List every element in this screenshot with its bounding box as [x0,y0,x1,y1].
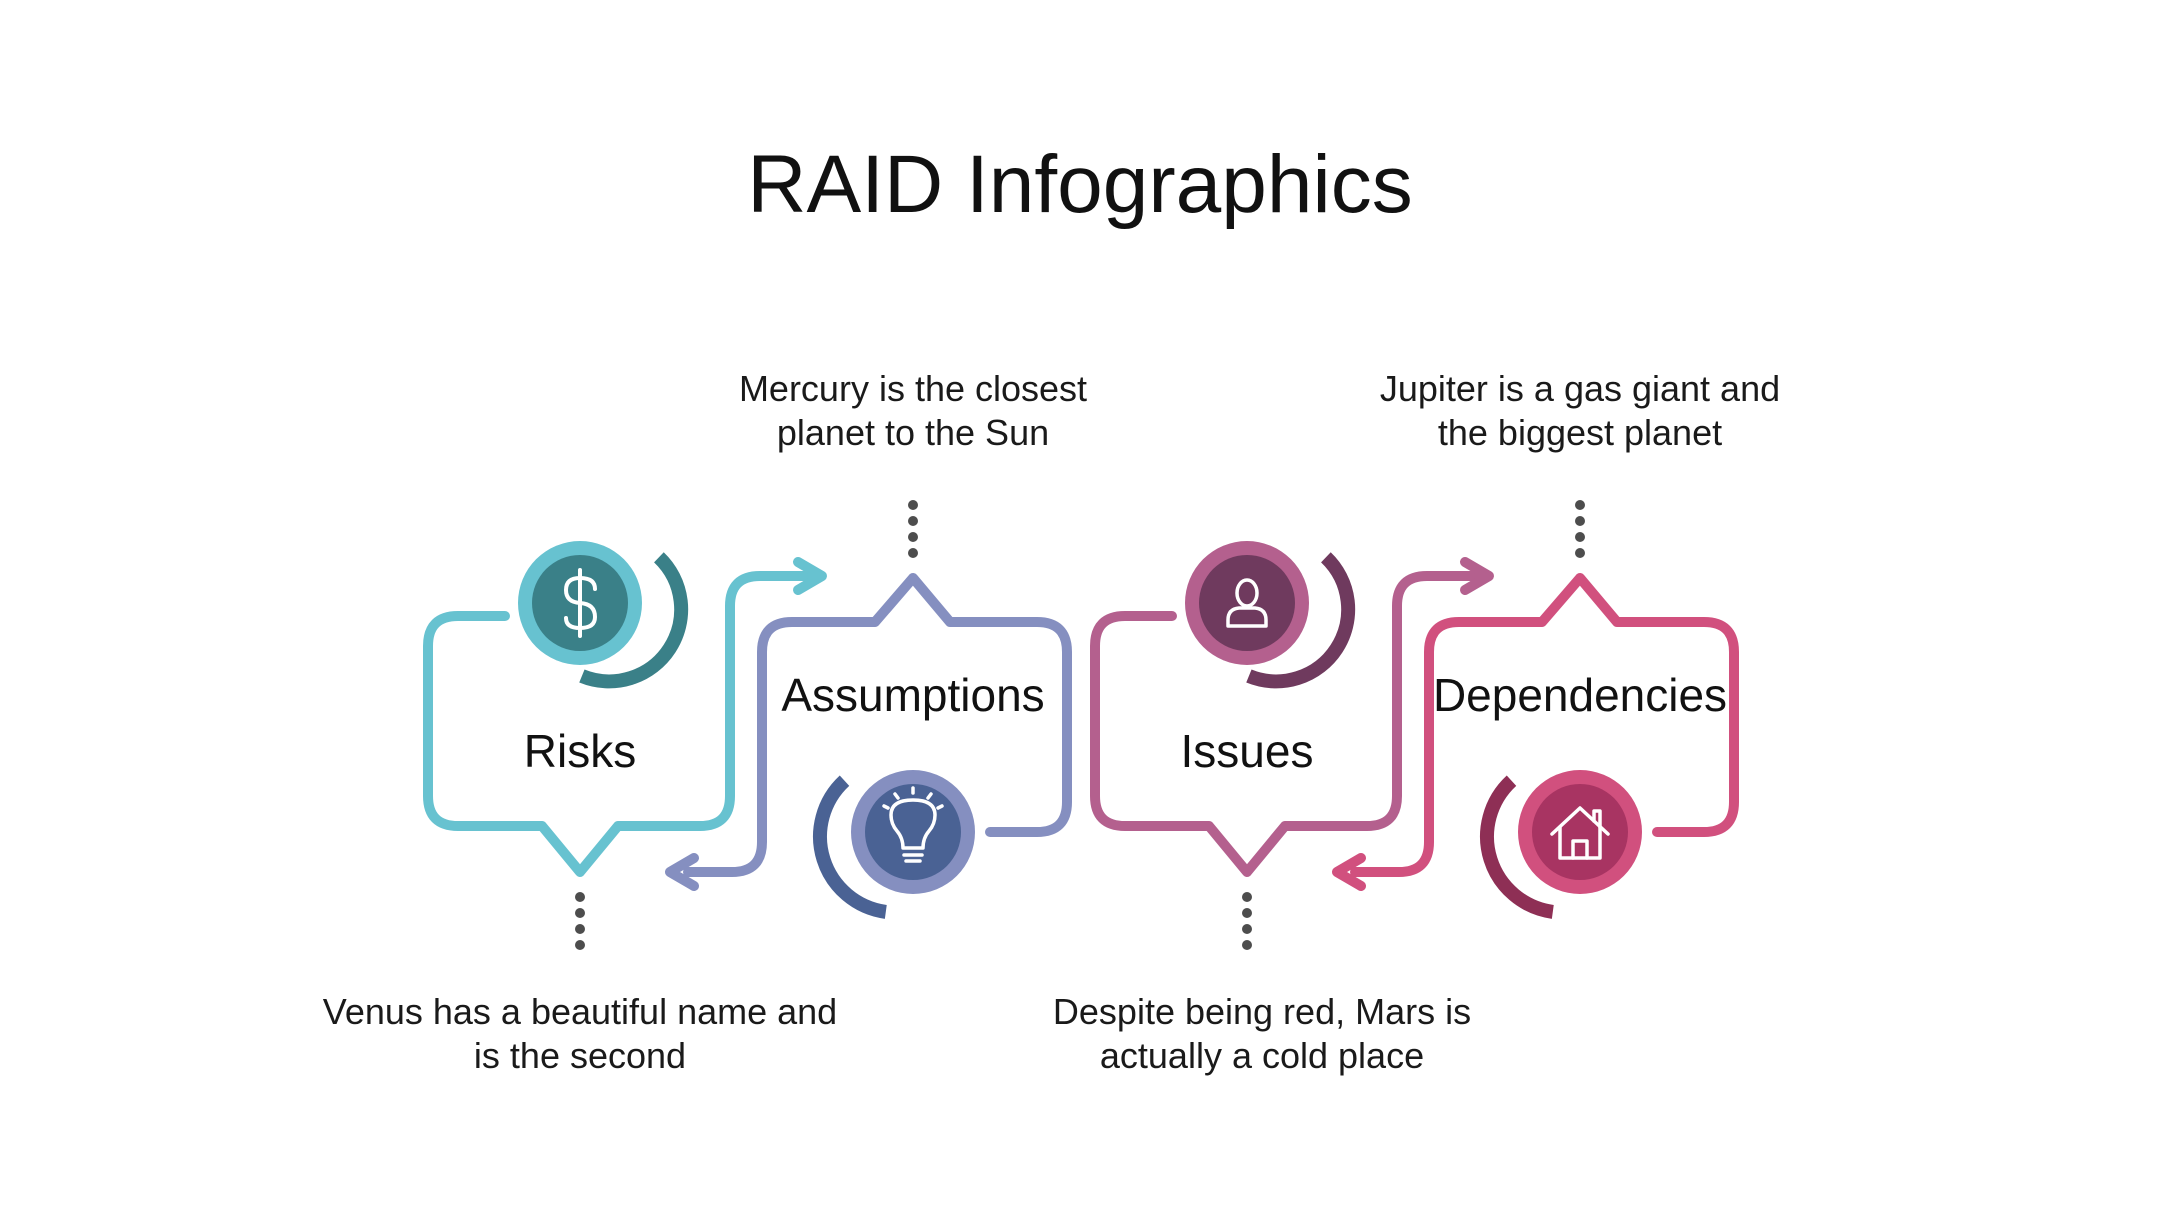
assumptions-dots [908,500,918,558]
dependencies-dots [1575,500,1585,558]
risks-arrow-head [793,557,827,595]
issues-dots [1242,892,1252,950]
step-label-dependencies: Dependencies [1432,669,1728,721]
issues-icon-disc [1199,555,1295,651]
issues-frame [1090,571,1480,877]
step-label-assumptions: Assumptions [781,669,1045,721]
step-description-assumptions: Mercury is the closest planet to the Sun [738,368,1088,453]
step-description-risks: Venus has a beautiful name and is the se… [322,991,838,1076]
assumptions-arrow-head [665,853,699,891]
step-label-issues: Issues [1180,725,1314,777]
house-icon [1550,806,1610,860]
assumptions-frame [683,573,1072,877]
user-icon [1226,578,1268,628]
page-title: RAID Infographics [747,139,1413,230]
dollar-icon [563,568,598,638]
dependencies-flow [1332,500,1739,919]
issues-arc [1246,552,1356,689]
assumptions-arc [813,775,887,919]
risks-arc [579,552,689,689]
risks-frame [423,571,813,877]
dependencies-icon-disc [1532,784,1628,880]
dependencies-frame [1350,573,1739,877]
step-description-issues: Despite being red, Mars is actually a co… [1052,991,1472,1076]
issues-flow [1090,541,1494,950]
risks-dots [575,892,585,950]
assumptions-flow [665,500,1072,919]
step-description-dependencies: Jupiter is a gas giant and the biggest p… [1379,368,1781,453]
lightbulb-icon [882,786,944,863]
dependencies-arc [1480,775,1554,919]
dependencies-arrow-head [1332,853,1366,891]
issues-arrow-head [1460,557,1494,595]
risks-flow [423,541,827,950]
step-label-risks: Risks [523,725,637,777]
